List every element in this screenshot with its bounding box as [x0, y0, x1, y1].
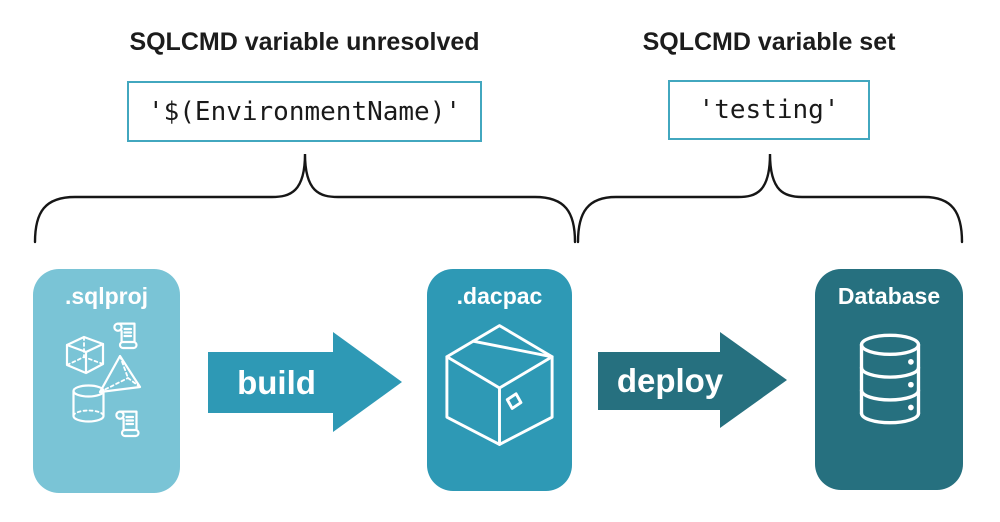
left-brace: [33, 153, 577, 244]
database-card-label: Database: [837, 283, 941, 309]
code-box-set: 'testing': [668, 80, 870, 140]
database-icon: [859, 333, 921, 425]
sqlproj-card: .sqlproj: [33, 269, 180, 493]
database-card: Database: [815, 269, 963, 490]
build-arrow-label: build: [237, 363, 316, 401]
scroll-icon: [115, 410, 140, 438]
sqlproj-objects-icon: [65, 322, 142, 438]
code-value-unresolved: '$(EnvironmentName)': [147, 96, 462, 127]
dacpac-card-label: .dacpac: [456, 283, 543, 309]
scroll-icon: [113, 322, 138, 350]
heading-unresolved: SQLCMD variable unresolved: [129, 27, 480, 56]
pyramid-icon: [98, 354, 142, 394]
code-value-set: 'testing': [698, 95, 840, 125]
sqlproj-card-label: .sqlproj: [64, 283, 149, 309]
code-box-unresolved: '$(EnvironmentName)': [127, 81, 482, 142]
package-icon: [445, 324, 554, 446]
right-brace: [576, 153, 964, 244]
cylinder-icon: [72, 384, 105, 423]
dacpac-card: .dacpac: [427, 269, 572, 491]
cube-icon: [65, 335, 105, 375]
heading-set: SQLCMD variable set: [642, 27, 896, 56]
deploy-arrow-label: deploy: [616, 361, 724, 399]
